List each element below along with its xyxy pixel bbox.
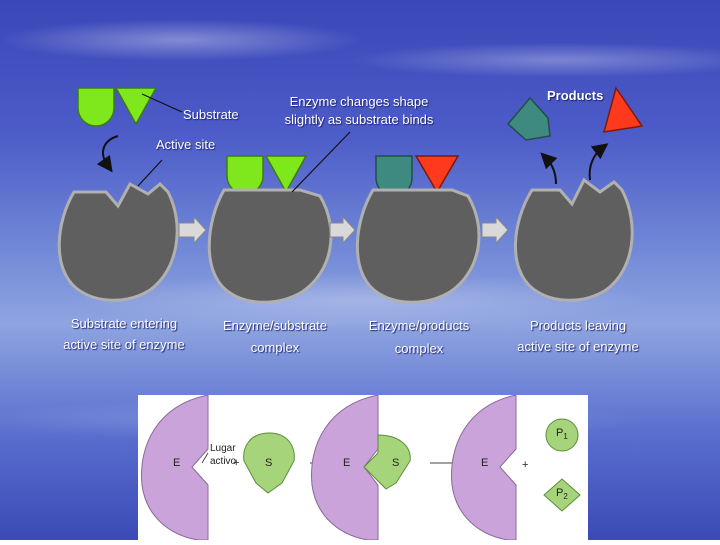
- lower-plus-1: +: [233, 457, 239, 469]
- stage-4-caption-line-2: active site of enzyme: [508, 338, 648, 355]
- product-teal-free: [508, 98, 550, 140]
- active-site-label: Active site: [156, 136, 215, 153]
- entry-arrow: [103, 136, 118, 166]
- lower-substrate-label: S: [265, 457, 272, 469]
- lower-p1-label: P1: [556, 427, 568, 441]
- enzyme-changes-label-1: Enzyme changes shape: [274, 93, 444, 110]
- stage-2-caption-line-1: Enzyme/substrate: [210, 317, 340, 334]
- lower-enzyme-label-1: E: [173, 457, 180, 469]
- step-arrow-2: [330, 217, 355, 243]
- stage-2-caption-line-2: complex: [210, 339, 340, 356]
- products-label: Products: [547, 87, 603, 104]
- enzyme-1: [59, 184, 177, 300]
- bound-substrate-half-circle: [227, 156, 263, 194]
- stage-3-caption-line-1: Enzyme/products: [354, 317, 484, 334]
- substrate-half-circle: [78, 88, 114, 126]
- stage-4-caption-line-1: Products leaving: [508, 317, 648, 334]
- lower-complex-s-label: S: [392, 457, 399, 469]
- lower-diagram-svg: [138, 395, 588, 540]
- p2-subscript: 2: [563, 492, 567, 501]
- lower-complex-e-label: E: [343, 457, 350, 469]
- step-arrow-3: [482, 217, 508, 243]
- bound-substrate-triangle: [266, 156, 306, 192]
- step-arrow-1: [179, 217, 206, 243]
- substrate-label: Substrate: [183, 106, 239, 123]
- enzyme-3: [357, 190, 479, 302]
- stage-1-caption-line-1: Substrate entering: [54, 315, 194, 332]
- stage-1-caption-line-2: active site of enzyme: [54, 336, 194, 353]
- lower-enzyme-diagram-panel: E Lugar activo + S E S E + P1 P2: [138, 395, 588, 540]
- lugar-label-line-1: Lugar: [210, 443, 236, 454]
- stage-3-caption-line-2: complex: [354, 340, 484, 357]
- substrate-triangle: [116, 88, 156, 124]
- lower-plus-2: +: [522, 459, 528, 471]
- lower-p2-label: P2: [556, 487, 568, 501]
- product-red-bound: [416, 156, 458, 192]
- enzyme-changes-label-2: slightly as substrate binds: [274, 111, 444, 128]
- active-site-pointer-line: [138, 160, 162, 186]
- product-red-free: [604, 88, 642, 132]
- p1-subscript: 1: [563, 432, 567, 441]
- lower-enzyme-label-3: E: [481, 457, 488, 469]
- leaving-arrow-2: [590, 148, 602, 180]
- enzyme-2: [209, 190, 331, 302]
- leaving-arrow-1: [546, 158, 556, 184]
- enzyme-4: [515, 180, 632, 300]
